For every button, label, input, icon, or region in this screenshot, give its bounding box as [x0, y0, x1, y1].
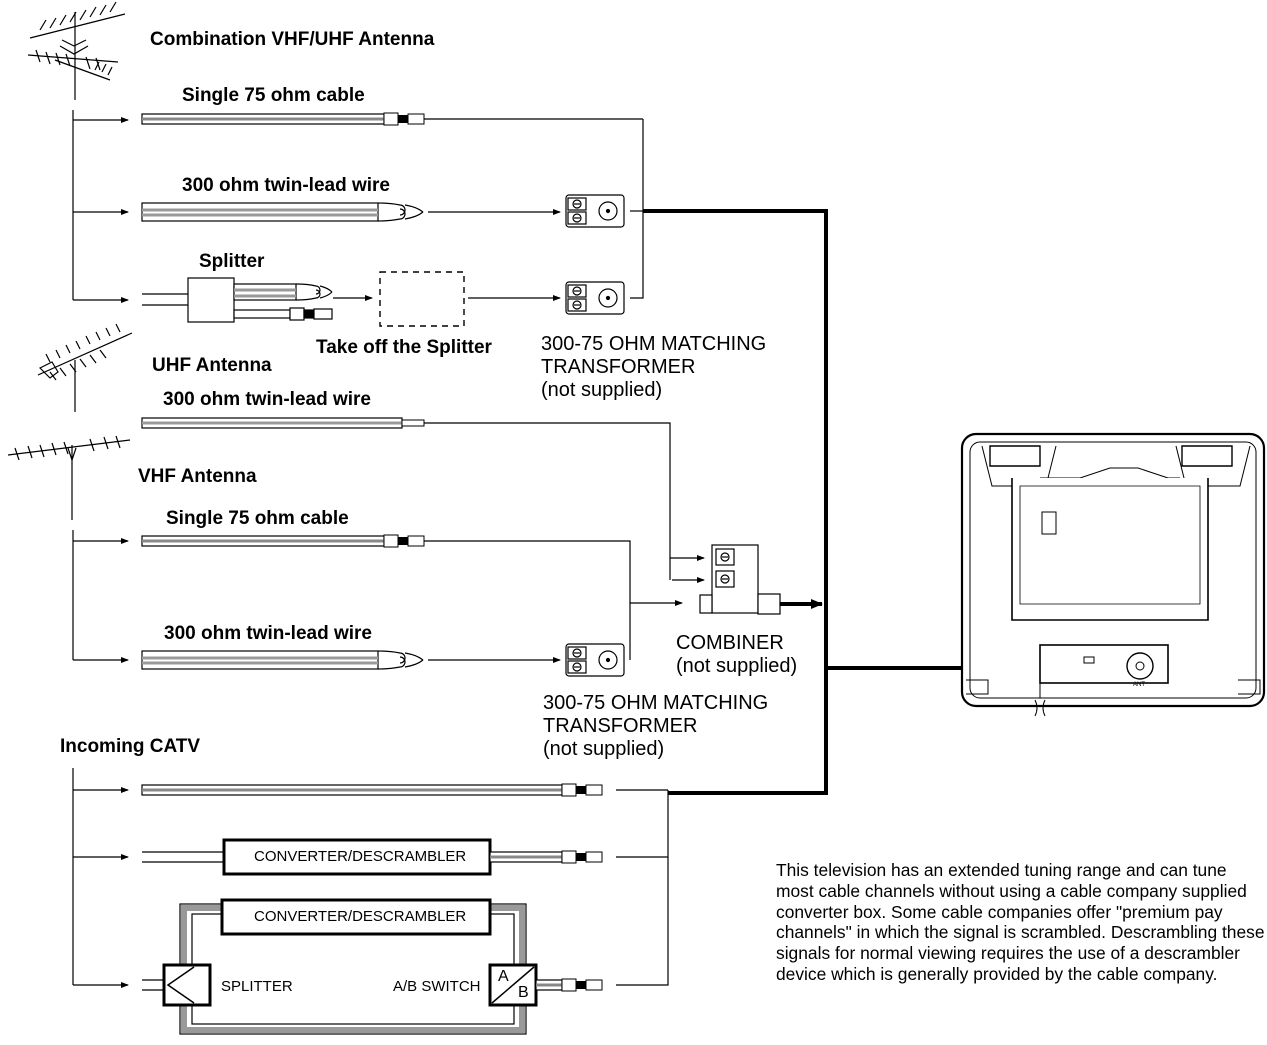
- uhf-antenna-label: UHF Antenna: [152, 355, 272, 376]
- coax-cable-vhf: [141, 534, 425, 548]
- splitter-label: Splitter: [199, 251, 265, 272]
- matching-transformer-icon-2: [565, 281, 625, 315]
- matching-transformer-bottom-label: 300-75 OHM MATCHING TRANSFORMER (not sup…: [543, 692, 769, 760]
- combiner-icon: [699, 544, 781, 615]
- ab-switch-a: A: [498, 968, 509, 985]
- converter-descrambler-label-1: CONVERTER/DESCRAMBLER: [254, 848, 467, 865]
- catv-bus: [72, 768, 129, 988]
- twinlead-wire-vhf: [141, 650, 561, 670]
- single75-top-label: Single 75 ohm cable: [182, 85, 365, 106]
- ab-switch-b: B: [518, 984, 529, 1001]
- converter-descrambler-label-2: CONVERTER/DESCRAMBLER: [254, 908, 467, 925]
- matching-transformer-icon-3: [565, 643, 625, 677]
- take-off-splitter-label: Take off the Splitter: [316, 337, 492, 358]
- twinlead-top-label: 300 ohm twin-lead wire: [182, 175, 390, 196]
- twinlead-wire-top: [141, 202, 561, 222]
- matching-transformer-top-label: 300-75 OHM MATCHING TRANSFORMER (not sup…: [541, 333, 767, 401]
- combo-antenna-bus: [72, 110, 129, 303]
- combo-antenna-icon: [27, 1, 126, 100]
- vhf-antenna-icon: [7, 435, 131, 520]
- ant-terminal-label: ANT: [1133, 682, 1145, 688]
- coax-cable-top: [141, 112, 643, 126]
- tv-rear-icon: [960, 432, 1266, 717]
- matching-transformer-icon-1: [565, 194, 625, 228]
- converter-row: [142, 838, 603, 876]
- splitter-catv-label: SPLITTER: [221, 978, 293, 995]
- twinlead-vhf-label: 300 ohm twin-lead wire: [164, 623, 372, 644]
- vhf-antenna-bus: [72, 530, 129, 663]
- splitter-icon: [142, 277, 333, 323]
- twinlead-uhf-label: 300 ohm twin-lead wire: [163, 389, 371, 410]
- combo-antenna-label: Combination VHF/UHF Antenna: [150, 29, 435, 50]
- coax-cable-catv-1: [141, 783, 603, 797]
- combiner-label: COMBINER (not supplied): [676, 632, 798, 677]
- cable-tuning-note: This television has an extended tuning r…: [776, 860, 1265, 984]
- incoming-catv-label: Incoming CATV: [60, 736, 201, 757]
- removed-splitter-outline: [379, 271, 465, 327]
- splitter-ab-switch-row: [142, 898, 603, 1035]
- vhf-antenna-label: VHF Antenna: [138, 466, 257, 487]
- twinlead-wire-uhf: [141, 417, 425, 429]
- single75-vhf-label: Single 75 ohm cable: [166, 508, 349, 529]
- ab-switch-label: A/B SWITCH: [393, 978, 481, 995]
- uhf-antenna-icon: [37, 323, 133, 412]
